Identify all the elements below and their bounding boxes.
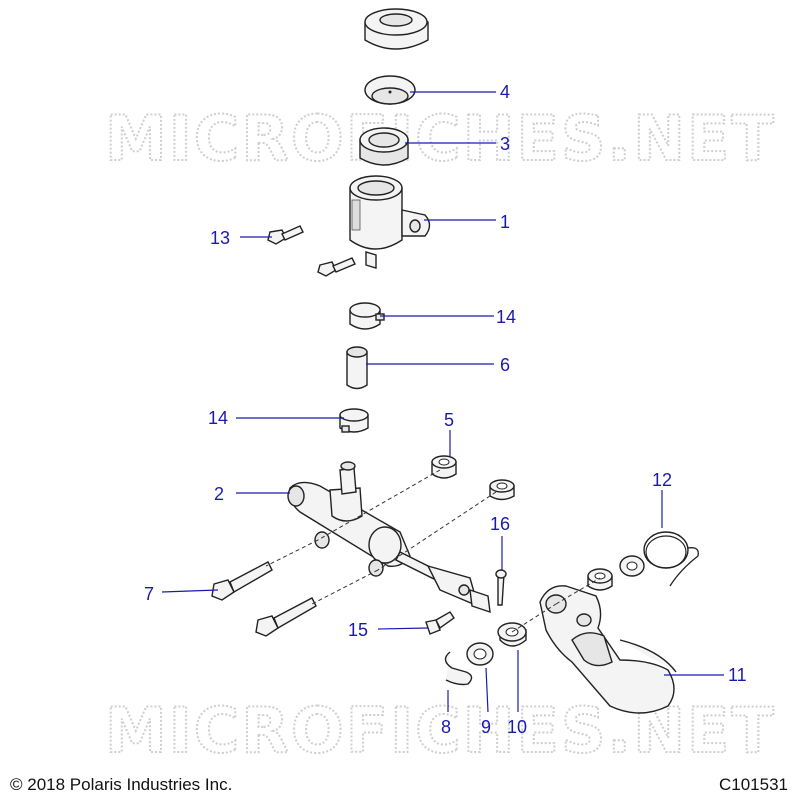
alignment-lines: [265, 469, 601, 633]
copyright-notice: © 2018 Polaris Industries Inc.: [10, 775, 233, 794]
clevis-pin: [425, 611, 455, 635]
callout-12: 12: [652, 470, 672, 490]
callout-2: 2: [214, 484, 224, 504]
pivot-bushing: [587, 568, 613, 591]
return-spring: [643, 531, 699, 587]
clevis: [426, 564, 491, 614]
bushing-upper: [431, 455, 457, 479]
callout-14-lower: 14: [208, 408, 228, 428]
bolt-upper: [211, 561, 273, 601]
callout-14-upper: 14: [496, 307, 516, 327]
mounting-screw-upper: [267, 225, 304, 245]
callout-9: 9: [481, 717, 491, 737]
callout-4: 4: [500, 82, 510, 102]
bolt-lower: [255, 597, 317, 637]
bushing-lower: [489, 479, 515, 501]
retaining-clip: [444, 651, 473, 686]
callout-6: 6: [500, 355, 510, 375]
reservoir-hose: [346, 346, 368, 390]
mounting-screw-lower: [317, 257, 356, 277]
diagram-id: C101531: [718, 775, 788, 794]
callout-1: 1: [500, 212, 510, 232]
leader-lines: [161, 91, 724, 713]
callout-11: 11: [728, 665, 747, 685]
hose-clamp-upper: [349, 302, 385, 330]
callout-16: 16: [490, 514, 510, 534]
callout-13: 13: [210, 228, 230, 248]
callout-5: 5: [444, 410, 454, 430]
reservoir-body: [349, 175, 431, 269]
washer: [466, 642, 494, 666]
callout-3: 3: [500, 134, 510, 154]
master-cylinder: [287, 461, 441, 581]
callout-7: 7: [144, 584, 154, 604]
pedal-bushing: [497, 622, 527, 647]
cotter-pin: [495, 569, 507, 606]
callout-8: 8: [441, 717, 451, 737]
callout-10: 10: [507, 717, 527, 737]
reservoir-cap: [364, 8, 429, 50]
watermark-top: MICROFICHES.NET: [105, 102, 776, 175]
hose-clamp-lower: [339, 408, 369, 433]
pivot-washer: [619, 555, 645, 577]
seal-ring: [359, 127, 409, 166]
callout-15: 15: [348, 620, 368, 640]
diaphragm: [364, 75, 416, 105]
